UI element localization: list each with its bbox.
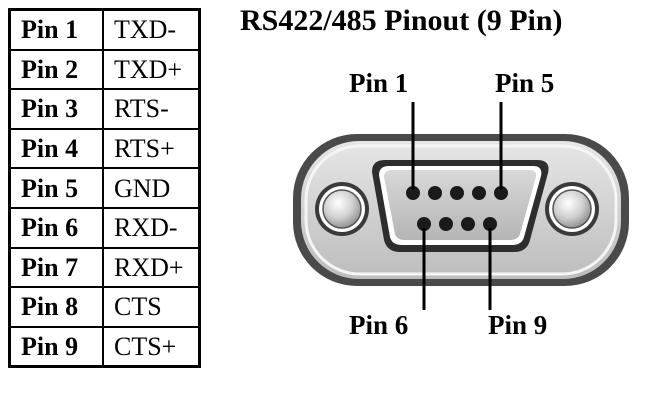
pin-5-contact	[494, 186, 508, 200]
signal-cell: RXD+	[102, 246, 201, 289]
pin-2-contact	[428, 186, 442, 200]
label-pin-9: Pin 9	[488, 310, 548, 340]
pin-1-contact	[406, 186, 420, 200]
signal-cell: RXD-	[102, 206, 201, 249]
pin-number-cell: Pin 5	[8, 167, 104, 209]
pin-3-contact	[450, 186, 464, 200]
label-pin-5: Pin 5	[495, 68, 555, 98]
signal-cell: RTS+	[102, 127, 201, 170]
pinout-table: Pin 1 TXD- Pin 2 TXD+ Pin 3 RTS- Pin 4 R…	[8, 8, 201, 369]
pin-7-contact	[439, 217, 453, 231]
signal-cell: GND	[102, 167, 201, 209]
signal-cell: RTS-	[102, 88, 201, 130]
table-row: Pin 1 TXD-	[8, 8, 201, 51]
pin-number-cell: Pin 9	[8, 325, 104, 368]
signal-cell: CTS	[102, 286, 201, 328]
left-screw-hole-icon	[315, 182, 369, 236]
pin-number-cell: Pin 7	[8, 246, 104, 289]
table-row: Pin 4 RTS+	[8, 127, 201, 170]
pin-number-cell: Pin 1	[8, 8, 104, 51]
pin-row-bottom	[417, 217, 497, 231]
table-row: Pin 7 RXD+	[8, 246, 201, 289]
table-row: Pin 2 TXD+	[8, 48, 201, 91]
pin-9-contact	[483, 217, 497, 231]
label-pin-1: Pin 1	[349, 68, 409, 98]
pin-4-contact	[472, 186, 486, 200]
signal-cell: TXD+	[102, 48, 201, 91]
pin-6-contact	[417, 217, 431, 231]
signal-cell: CTS+	[102, 325, 201, 368]
table-row: Pin 3 RTS-	[8, 88, 201, 130]
table-row: Pin 8 CTS	[8, 286, 201, 328]
pin-8-contact	[461, 217, 475, 231]
right-screw-hole-icon	[545, 182, 599, 236]
pin-number-cell: Pin 6	[8, 206, 104, 249]
label-pin-6: Pin 6	[349, 310, 409, 340]
pin-number-cell: Pin 2	[8, 48, 104, 91]
pin-row-top	[406, 186, 508, 200]
signal-cell: TXD-	[102, 8, 201, 51]
pin-number-cell: Pin 3	[8, 88, 104, 130]
table-row: Pin 9 CTS+	[8, 325, 201, 368]
table-row: Pin 5 GND	[8, 167, 201, 209]
pin-number-cell: Pin 4	[8, 127, 104, 170]
diagram-title: RS422/485 Pinout (9 Pin)	[240, 4, 563, 37]
table-row: Pin 6 RXD-	[8, 206, 201, 249]
pin-number-cell: Pin 8	[8, 286, 104, 328]
connector-face	[372, 160, 549, 252]
